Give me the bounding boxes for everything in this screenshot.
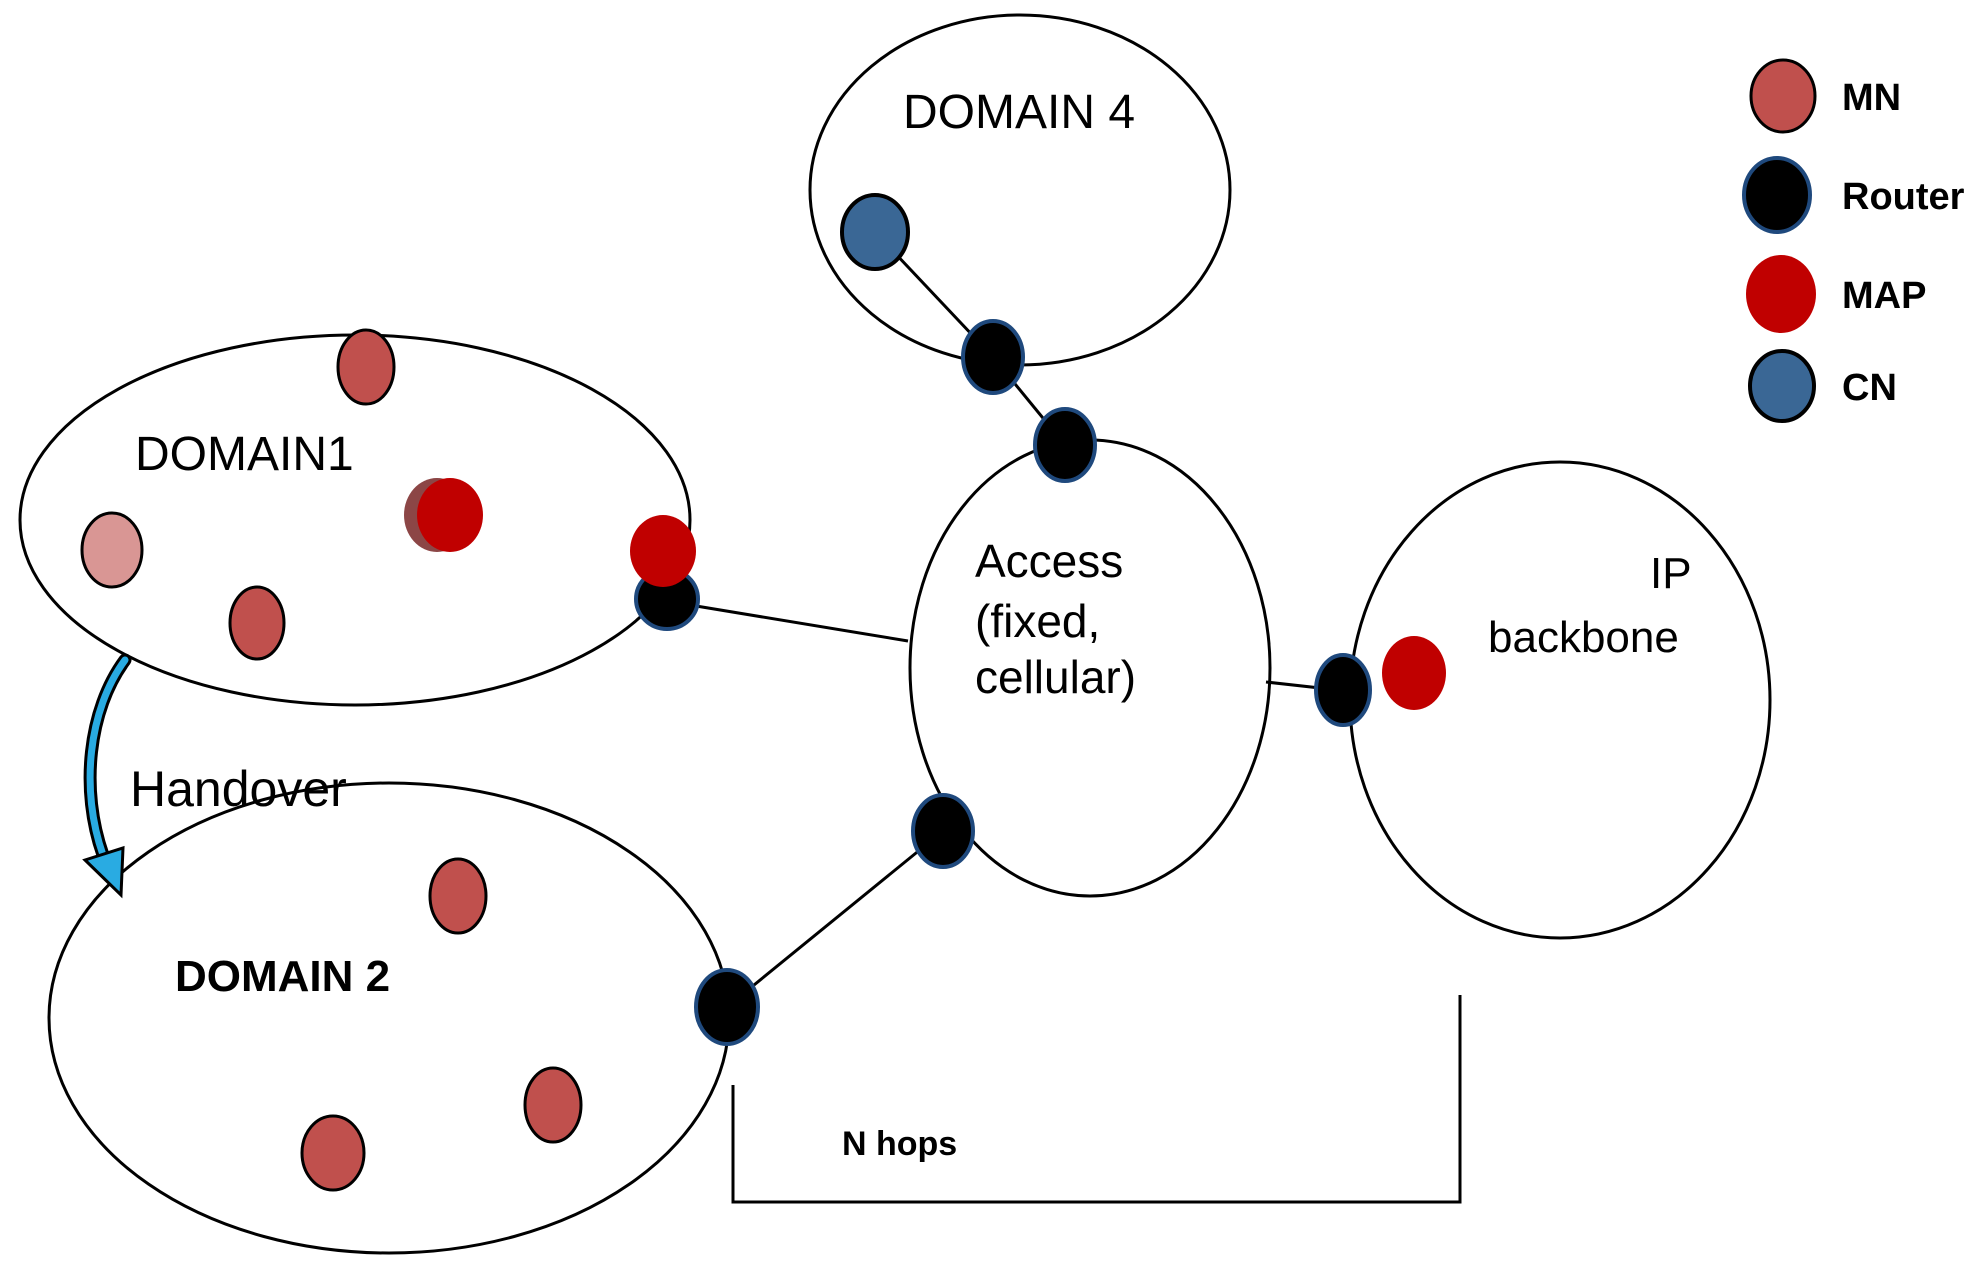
legend-map-icon [1746, 255, 1816, 333]
domain4-label: DOMAIN 4 [903, 86, 1135, 139]
n-hops-bracket [731, 995, 1462, 1204]
mn-node-domain2-top [428, 857, 488, 935]
legend: MN Router MAP CN [1742, 58, 1965, 423]
n-hops-label: N hops [842, 1125, 957, 1163]
legend-cn-label: CN [1842, 367, 1897, 409]
access-label-line3: cellular) [975, 651, 1136, 703]
legend-router-label: Router [1842, 176, 1965, 218]
router-node-access-top [1033, 407, 1097, 483]
map-node-domain1 [417, 478, 483, 552]
link-domain1-to-access [677, 601, 909, 643]
ip-backbone-label-line2: backbone [1488, 613, 1679, 662]
handover-arrow [82, 653, 132, 899]
mn-node-domain1-top [336, 328, 396, 406]
legend-mn-label: MN [1842, 77, 1901, 119]
ip-backbone-label-line1: IP [1650, 549, 1692, 598]
map-node-domain1-boundary [630, 515, 696, 587]
access-label-line1: Access [975, 535, 1123, 587]
router-node-domain2 [694, 968, 760, 1046]
handover-arrowhead-icon [82, 845, 125, 899]
handover-label: Handover [130, 761, 347, 817]
domain1-label: DOMAIN1 [135, 428, 354, 481]
map-node-backbone [1382, 636, 1446, 710]
domain4-boundary-ellipse [808, 13, 1232, 367]
legend-map-label: MAP [1842, 275, 1926, 317]
legend-cn-icon [1748, 349, 1816, 423]
router-node-domain4 [961, 319, 1025, 395]
legend-mn-icon [1749, 58, 1817, 134]
handover-arrow-body [86, 656, 129, 859]
mn-node-domain1-light [80, 511, 144, 589]
mn-node-domain2-bottom [300, 1114, 366, 1192]
mn-node-domain1-lower [228, 585, 286, 661]
legend-router-icon [1742, 156, 1812, 234]
router-node-access-bottom [911, 793, 975, 869]
domain2-label: DOMAIN 2 [175, 952, 390, 1001]
mn-node-domain2-right [523, 1066, 583, 1144]
access-label-line2: (fixed, [975, 595, 1100, 647]
domain2-boundary-ellipse [47, 781, 731, 1255]
cn-node-domain4 [840, 193, 910, 271]
router-node-backbone [1314, 653, 1372, 727]
link-access-to-domain2 [726, 829, 944, 1009]
